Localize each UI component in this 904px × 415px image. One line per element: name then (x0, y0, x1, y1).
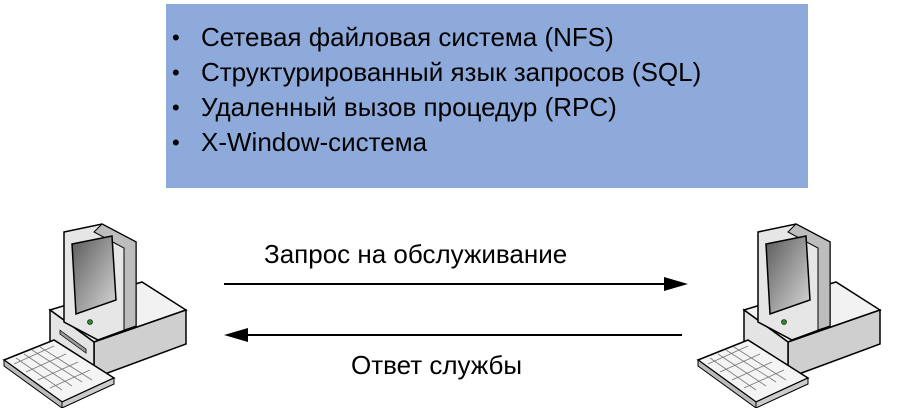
response-label: Ответ службы (351, 350, 523, 380)
server-computer-icon (696, 223, 882, 408)
services-list: • Сетевая файловая система (NFS) • Структу… (172, 20, 808, 160)
client-computer-icon (2, 223, 188, 408)
bullet-icon: • (172, 60, 180, 85)
service-item-label: Удаленный вызов процедур (RPC) (201, 92, 617, 122)
bullet-icon: • (172, 95, 180, 120)
response-arrow (224, 328, 682, 342)
service-item: • Структурированный язык запросов (SQL) (172, 55, 808, 90)
bullet-icon: • (172, 25, 180, 50)
request-arrow (224, 277, 688, 291)
request-label: Запрос на обслуживание (264, 239, 568, 269)
service-item: • Удаленный вызов процедур (RPC) (172, 90, 808, 125)
service-item: • Сетевая файловая система (NFS) (172, 20, 808, 55)
services-box: • Сетевая файловая система (NFS) • Структу… (166, 4, 808, 188)
service-item-label: X-Window-система (201, 127, 428, 157)
bullet-icon: • (172, 130, 180, 155)
service-item-label: Структурированный язык запросов (SQL) (201, 57, 702, 87)
service-item-label: Сетевая файловая система (NFS) (201, 22, 614, 52)
service-item: • X-Window-система (172, 125, 808, 160)
